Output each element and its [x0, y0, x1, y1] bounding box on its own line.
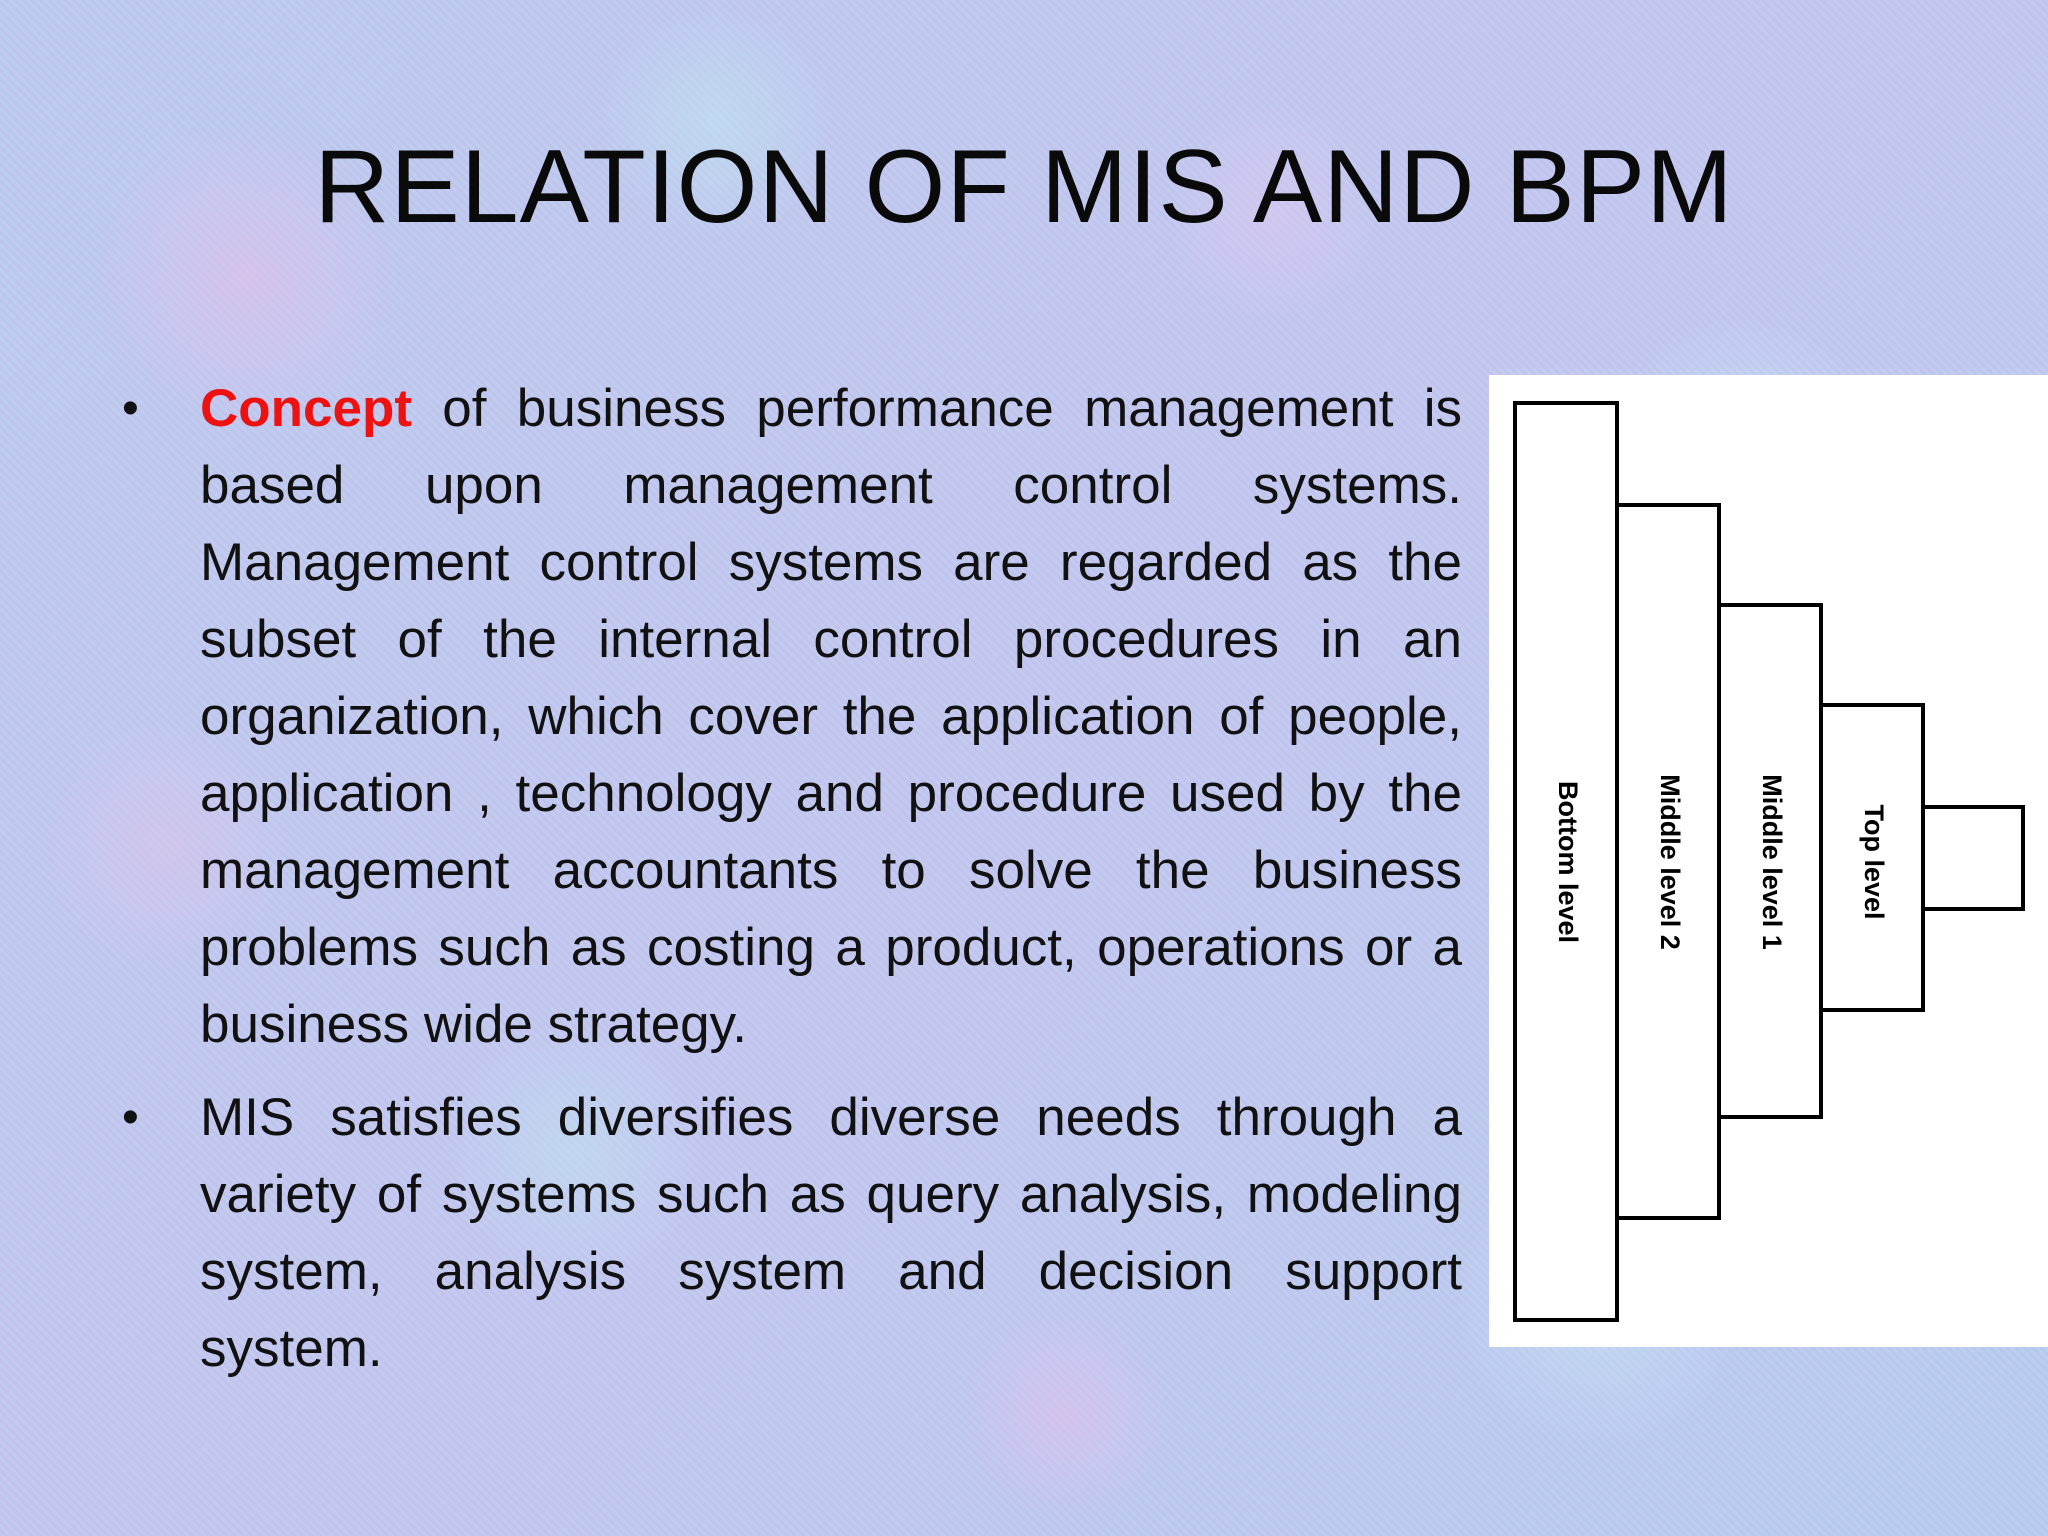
- pyramid-diagram: Bottom level Middle level 2 Middle level…: [1513, 401, 2025, 1322]
- bullet-list: • Concept of business performance manage…: [118, 370, 1462, 1403]
- level-label-bottom: Bottom level: [1553, 781, 1583, 943]
- level-label-top: Top level: [1859, 804, 1889, 919]
- pyramid-figure: Bottom level Middle level 2 Middle level…: [1489, 375, 2048, 1347]
- level-label-middle-2: Middle level 2: [1655, 774, 1685, 950]
- level-box-apex: [1921, 805, 2025, 911]
- bullet-item-concept: • Concept of business performance manage…: [118, 370, 1462, 1063]
- bullet-dot-icon: •: [122, 1091, 139, 1144]
- highlight-word: Concept: [200, 379, 412, 438]
- slide-title: RELATION OF MIS AND BPM: [314, 129, 1734, 245]
- bullet-text: of business performance management is ba…: [200, 379, 1462, 1054]
- level-label-middle-1: Middle level 1: [1757, 774, 1787, 950]
- bullet-text: MIS satisfies diversifies diverse needs …: [200, 1088, 1462, 1378]
- bullet-dot-icon: •: [122, 382, 139, 435]
- bullet-item-mis: • MIS satisfies diversifies diverse need…: [118, 1079, 1462, 1387]
